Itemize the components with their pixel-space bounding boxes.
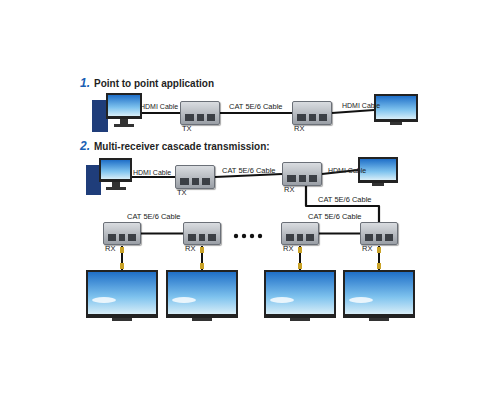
extender-unit: RX xyxy=(183,222,221,245)
unit-label: RX xyxy=(294,125,304,133)
monitor-screen xyxy=(108,95,140,116)
cat-cable xyxy=(306,186,379,222)
cable-label: CAT 5E/6 Cable xyxy=(229,103,283,111)
cable-label: CAT 5E/6 Cable xyxy=(308,213,362,221)
tv-illustration xyxy=(343,270,415,321)
tv-stand xyxy=(372,183,384,186)
ellipsis-dot xyxy=(250,234,254,238)
hdmi-cable xyxy=(332,110,374,113)
monitor-stand xyxy=(112,182,120,187)
tv-illustration xyxy=(86,270,158,321)
ellipsis-dot xyxy=(242,234,246,238)
hdmi-cable xyxy=(298,246,302,270)
tv-illustration xyxy=(374,94,418,125)
extender-unit: RX xyxy=(103,222,141,245)
monitor-base xyxy=(114,124,134,127)
tv-stand xyxy=(390,122,402,125)
cable-label: CAT 5E/6 Cable xyxy=(127,213,181,221)
cable-label: CAT 5E/6 Cable xyxy=(222,167,276,175)
cable-label: HDMI Cable xyxy=(328,167,366,174)
hdmi-cable xyxy=(377,246,381,270)
computer-illustration xyxy=(86,158,132,195)
extender-unit: RX xyxy=(292,101,332,125)
hdmi-cable xyxy=(120,246,124,270)
hdmi-cable xyxy=(200,246,204,270)
ellipsis-dot xyxy=(258,234,262,238)
ellipsis-dot xyxy=(234,234,238,238)
cat-cable xyxy=(220,112,292,114)
unit-label: TX xyxy=(182,125,192,133)
monitor-stand xyxy=(120,119,128,124)
tv-bezel xyxy=(374,94,418,122)
section-heading: Multi-receiver cascade transmission: xyxy=(94,142,270,152)
unit-label: TX xyxy=(177,189,187,197)
hdmi-cable xyxy=(142,112,180,114)
unit-label: RX xyxy=(185,245,195,253)
section-number: 1. xyxy=(80,77,90,89)
unit-label: RX xyxy=(283,245,293,253)
unit-label: RX xyxy=(362,245,372,253)
tv-illustration xyxy=(264,270,336,321)
tv-illustration xyxy=(166,270,238,321)
cable-label: CAT 5E/6 Cable xyxy=(318,196,372,204)
pc-tower xyxy=(92,100,108,132)
section-number: 2. xyxy=(80,140,90,152)
cable-label: HDMI Cable xyxy=(140,103,178,110)
cat-cable xyxy=(141,232,183,234)
unit-label: RX xyxy=(284,186,294,194)
monitor-base xyxy=(106,187,126,190)
monitor-bezel xyxy=(106,93,142,119)
section-heading: Point to point application xyxy=(94,79,214,89)
cable-label: HDMI Cable xyxy=(133,169,171,176)
extender-unit: RX xyxy=(360,222,398,245)
extender-unit: TX xyxy=(180,101,220,125)
pc-tower xyxy=(86,165,101,195)
monitor-screen xyxy=(101,160,130,179)
unit-label: RX xyxy=(105,245,115,253)
extender-unit: TX xyxy=(175,165,215,189)
extender-unit: RX xyxy=(281,222,319,245)
cable-label: HDMI Cable xyxy=(342,102,380,109)
cat-cable xyxy=(319,232,360,234)
monitor-bezel xyxy=(99,158,132,182)
extender-unit: RX xyxy=(282,162,322,186)
computer-illustration xyxy=(92,93,142,132)
hdmi-cable xyxy=(132,176,175,178)
tv-screen xyxy=(376,96,416,119)
